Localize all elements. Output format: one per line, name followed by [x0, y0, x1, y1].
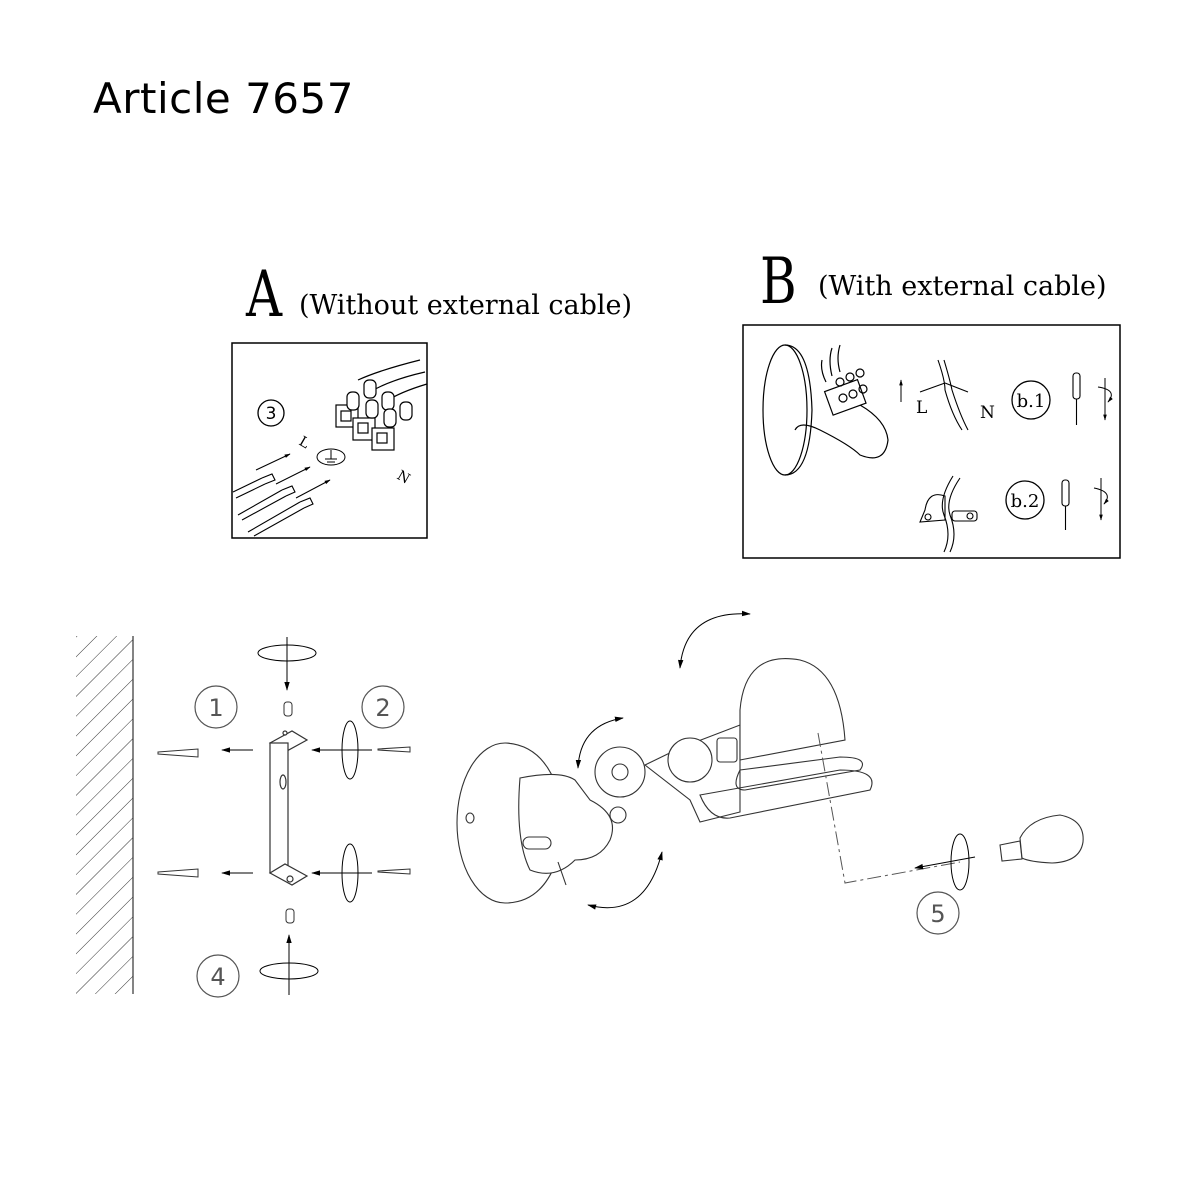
light-bulb-icon — [999, 814, 1084, 864]
live-label-a: L — [296, 434, 312, 453]
step-4-label: 4 — [210, 963, 225, 991]
section-a-panel: 3 — [231, 342, 428, 539]
wire-ends — [232, 473, 314, 537]
wall-hatching — [76, 636, 134, 994]
mounting-bracket — [268, 730, 309, 886]
canopy-with-cable-icon — [762, 344, 889, 476]
neutral-label-a: N — [394, 468, 413, 488]
section-b-letter: B — [760, 245, 797, 319]
mounting-arrows — [221, 637, 372, 995]
screwdriver-icon — [1072, 372, 1081, 425]
step-3-badge: 3 — [257, 399, 285, 427]
step-1-badge: 1 — [194, 685, 238, 729]
insert-arrows — [255, 453, 331, 499]
rotate-down-icon — [1097, 378, 1113, 421]
step-1-label: 1 — [208, 694, 223, 722]
section-a-letter: A — [246, 258, 283, 332]
earth-ground-icon — [316, 448, 346, 466]
step-2-label: 2 — [375, 694, 390, 722]
machine-screw-icon — [283, 701, 295, 924]
step-2-badge: 2 — [361, 685, 405, 729]
step-4-badge: 4 — [196, 954, 240, 998]
rotate-down-icon-2 — [1093, 478, 1109, 521]
section-a-subtitle: (Without external cable) — [299, 290, 633, 321]
section-b-panel: L N b.1 b.2 — [742, 324, 1121, 559]
step-b1-label: b.1 — [1017, 391, 1046, 412]
step-5-badge: 5 — [916, 891, 960, 935]
page-title: Article 7657 — [93, 74, 354, 123]
screwdriver-icon-2 — [1061, 479, 1070, 530]
wood-screw-icon — [377, 746, 411, 875]
terminal-block-icon — [335, 359, 428, 451]
step-3-label: 3 — [266, 404, 277, 424]
step-5-label: 5 — [930, 900, 945, 928]
section-b-subtitle: (With external cable) — [818, 271, 1107, 302]
bulb-axis — [817, 732, 961, 884]
wall-lamp — [456, 658, 873, 904]
live-label-b: L — [916, 398, 927, 418]
step-b2-badge: b.2 — [1005, 480, 1045, 520]
cable-clamp-icon — [919, 475, 978, 553]
step-b2-label: b.2 — [1011, 491, 1040, 512]
step-b1-badge: b.1 — [1011, 380, 1051, 420]
cable-strip-icon — [919, 359, 969, 431]
wall-plug-icon — [157, 748, 199, 878]
neutral-label-b: N — [980, 403, 995, 423]
rotation-arrows — [575, 610, 751, 910]
